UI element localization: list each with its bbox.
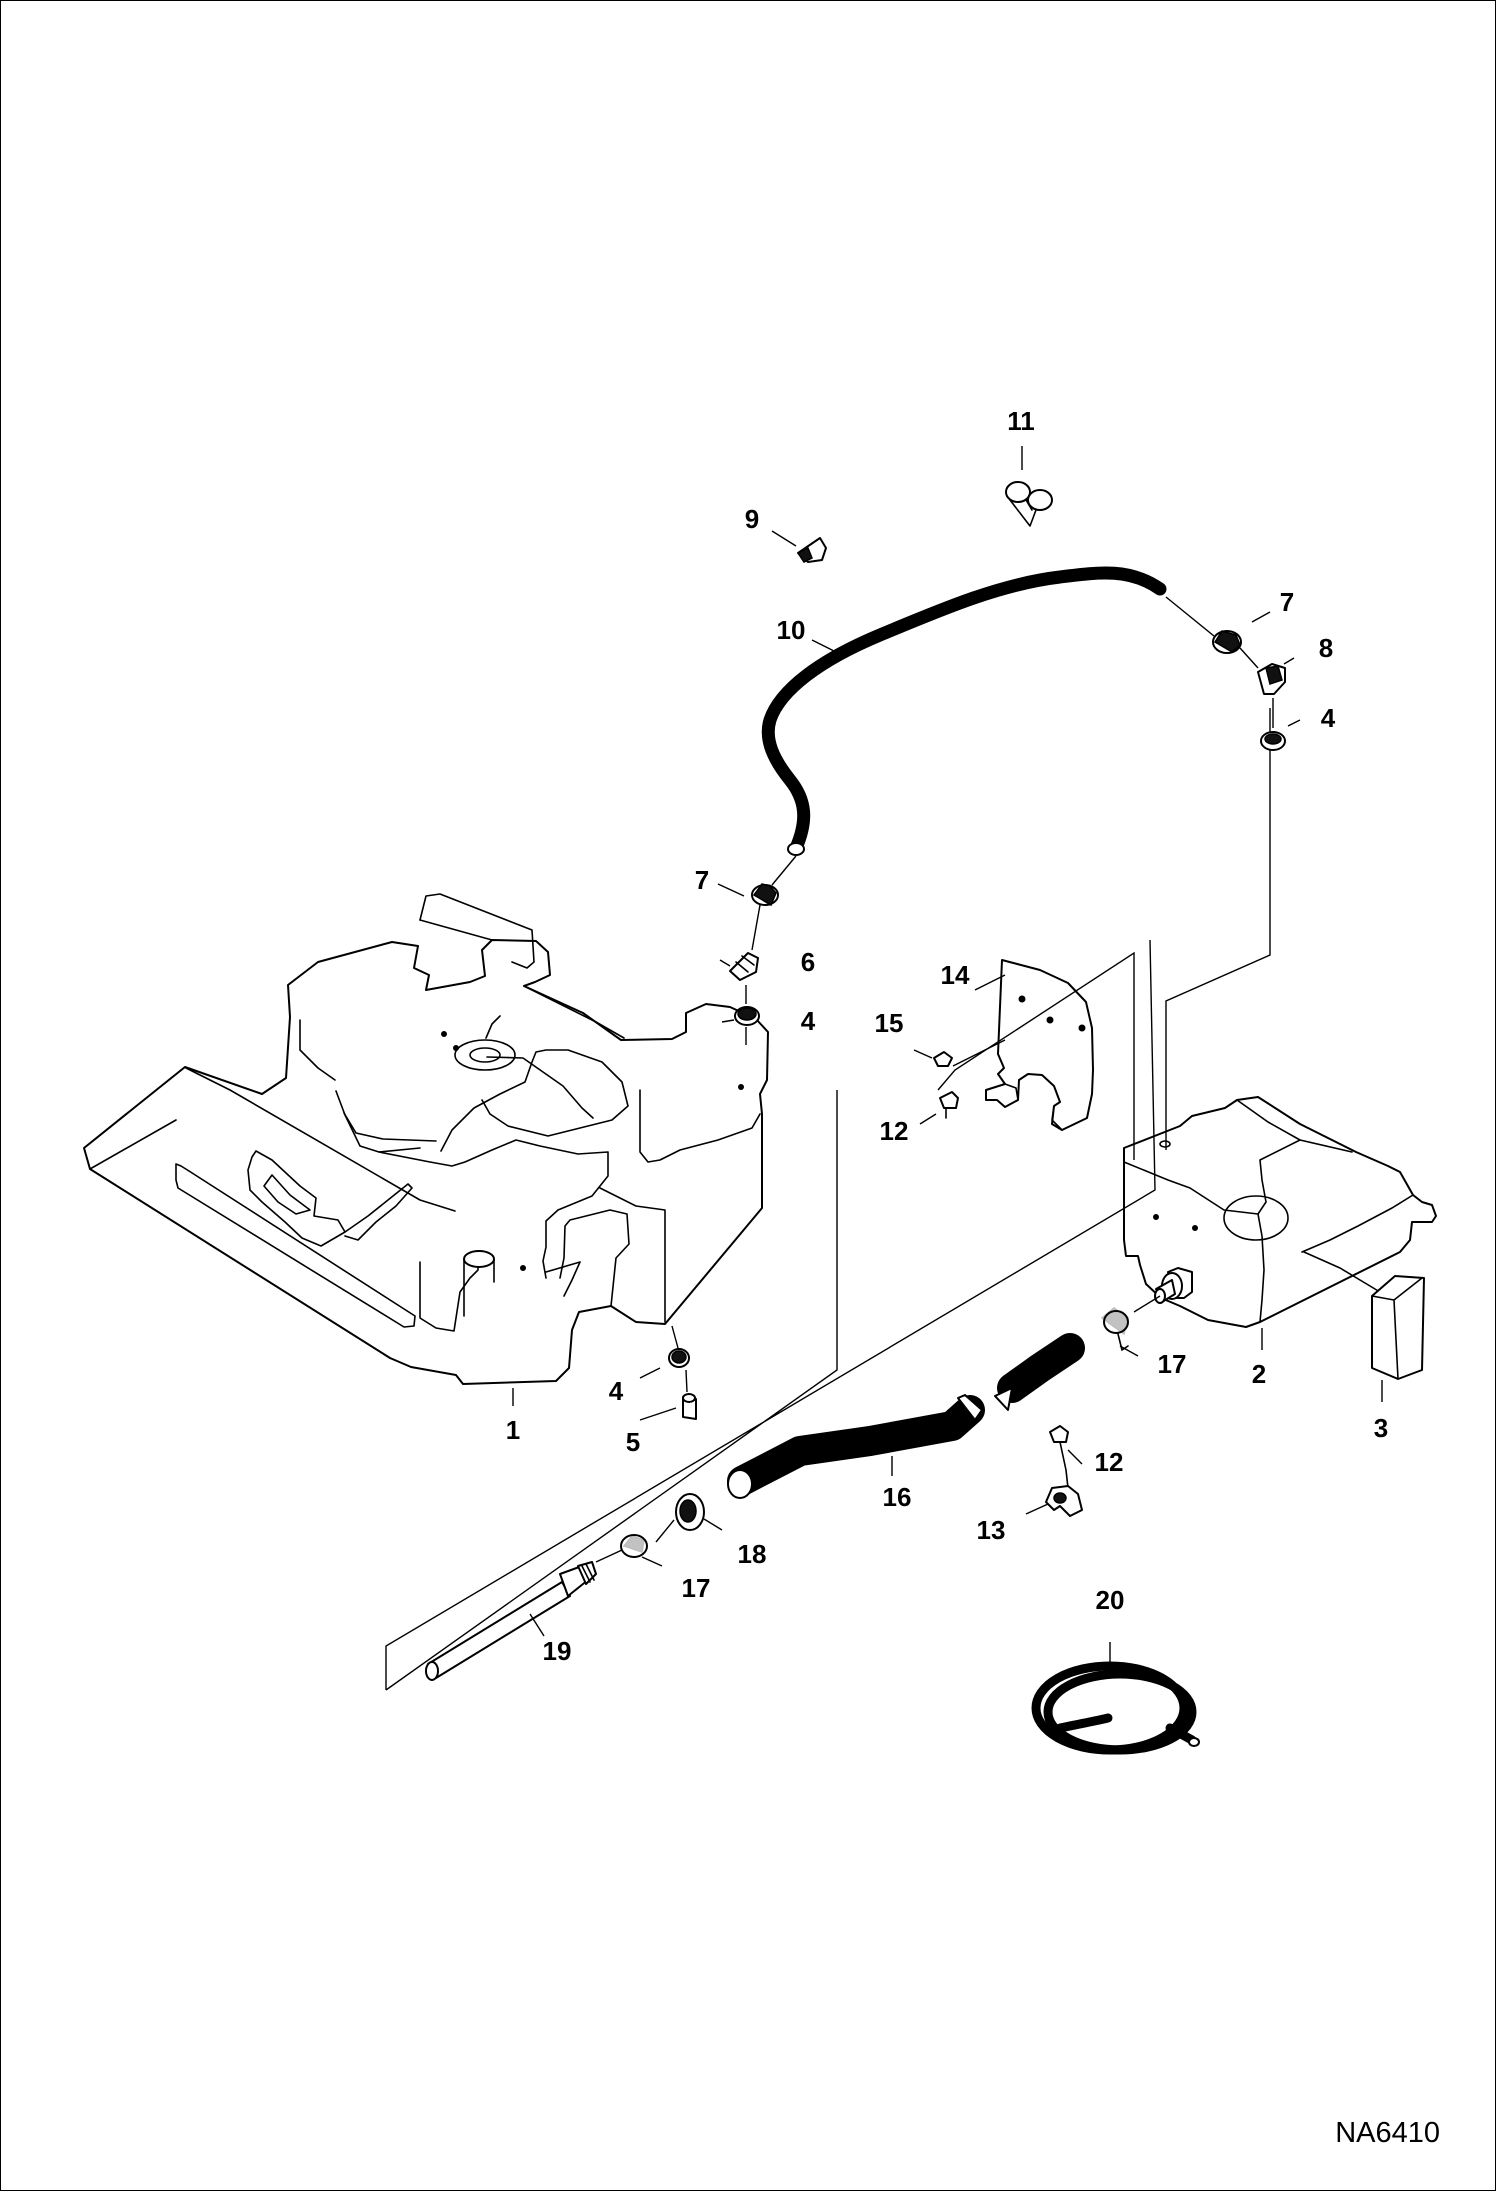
ring-clamp-leaders — [595, 1518, 723, 1567]
bolt-12-bottom — [1049, 1425, 1069, 1489]
ring-18 — [675, 1493, 705, 1531]
bracket — [985, 959, 1094, 1131]
callout-9: 9 — [745, 504, 759, 534]
clamp-17-right-leaders — [1119, 1295, 1161, 1357]
plug-5 — [682, 1393, 697, 1420]
callout-16: 16 — [883, 1482, 912, 1512]
callout-20: 20 — [1096, 1585, 1125, 1615]
right-callout-leaders — [1251, 611, 1301, 727]
bracket-14-leader — [974, 974, 1006, 991]
clamp-7-left — [751, 883, 779, 907]
callout-13: 13 — [977, 1515, 1006, 1545]
drain-leaders — [639, 1325, 688, 1421]
callout-17-left: 17 — [682, 1573, 711, 1603]
fitting-6 — [729, 952, 759, 981]
assembly-outline — [385, 939, 1156, 1691]
left-callout-leaders — [717, 883, 745, 1023]
filler-tube-leader — [529, 1613, 545, 1637]
callout-14: 14 — [941, 960, 970, 990]
right-vent-leaders — [1165, 596, 1274, 728]
bolt-15 — [933, 1051, 953, 1067]
grommet-4-right — [1260, 731, 1286, 751]
clamp-17-right — [1100, 1307, 1129, 1351]
callout-1: 1 — [506, 1415, 520, 1445]
callout-12-top: 12 — [880, 1116, 909, 1146]
callout-8: 8 — [1319, 633, 1333, 663]
callout-17-right: 17 — [1158, 1349, 1187, 1379]
vent-hose-end — [787, 842, 805, 856]
secondary-fuel-tank — [1123, 1096, 1437, 1328]
grommet-4-left — [734, 1006, 760, 1026]
callout-19: 19 — [543, 1636, 572, 1666]
clip-9 — [796, 537, 827, 563]
callout-5: 5 — [626, 1427, 640, 1457]
coiled-hose-20 — [1031, 1642, 1200, 1755]
callout-18: 18 — [738, 1539, 767, 1569]
left-vent-leaders — [745, 855, 797, 1045]
callout-10: 10 — [777, 615, 806, 645]
callout-12-bottom: 12 — [1095, 1447, 1124, 1477]
clamp-7-right — [1212, 630, 1242, 654]
callout-4-left: 4 — [801, 1006, 816, 1036]
callout-3: 3 — [1374, 1413, 1388, 1443]
filler-tube-19 — [425, 1561, 597, 1681]
clamp-17-left — [620, 1534, 648, 1558]
foam-pad — [1371, 1275, 1425, 1380]
elbow-8 — [1257, 663, 1286, 695]
callout-2: 2 — [1252, 1359, 1266, 1389]
callout-4-bottom: 4 — [609, 1376, 624, 1406]
clip-13 — [1045, 1485, 1083, 1517]
drawing-code: NA6410 — [1335, 2117, 1440, 2149]
callout-15: 15 — [875, 1008, 904, 1038]
callout-11: 11 — [1007, 406, 1035, 436]
vent-leader — [1165, 708, 1271, 1150]
main-fuel-tank — [83, 893, 769, 1385]
hose-10-leader — [811, 639, 837, 653]
clip-13-leader — [1025, 1503, 1049, 1515]
foam-pad-edges — [1371, 1277, 1423, 1380]
clamp-11 — [1005, 481, 1053, 527]
callout-6: 6 — [801, 947, 815, 977]
grommet-4-bottom — [668, 1348, 690, 1368]
fill-hose — [727, 1333, 1085, 1499]
bolt-12-top — [939, 1091, 959, 1119]
callout-7-right: 7 — [1280, 587, 1294, 617]
bolt-12-bottom-leader — [1067, 1449, 1083, 1465]
bracket-leaders — [913, 1039, 1006, 1125]
vent-hose-highlight — [788, 778, 806, 850]
clip-9-leader — [771, 530, 797, 547]
callout-7-left: 7 — [695, 865, 709, 895]
vent-hose — [761, 566, 1167, 855]
bracket-outline — [937, 951, 1135, 1160]
callout-4-right: 4 — [1321, 703, 1336, 733]
